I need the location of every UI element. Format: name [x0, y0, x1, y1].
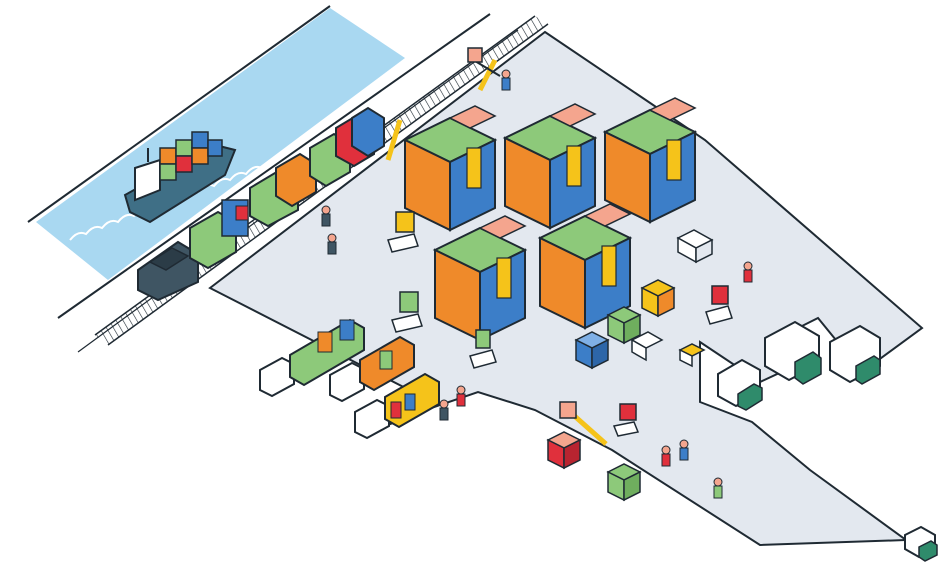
van: [905, 527, 937, 561]
worker: [322, 206, 330, 226]
worker: [662, 446, 670, 466]
pallet-cube: [548, 432, 580, 468]
pallet-cube: [576, 332, 608, 368]
pallet-cube: [608, 464, 640, 500]
worker: [457, 386, 465, 406]
worker: [680, 440, 688, 460]
worker: [744, 262, 752, 282]
worker: [502, 70, 510, 90]
worker: [714, 478, 722, 498]
van: [718, 360, 762, 410]
worker: [440, 400, 448, 420]
worker: [328, 234, 336, 254]
pallet-cube: [642, 280, 674, 316]
